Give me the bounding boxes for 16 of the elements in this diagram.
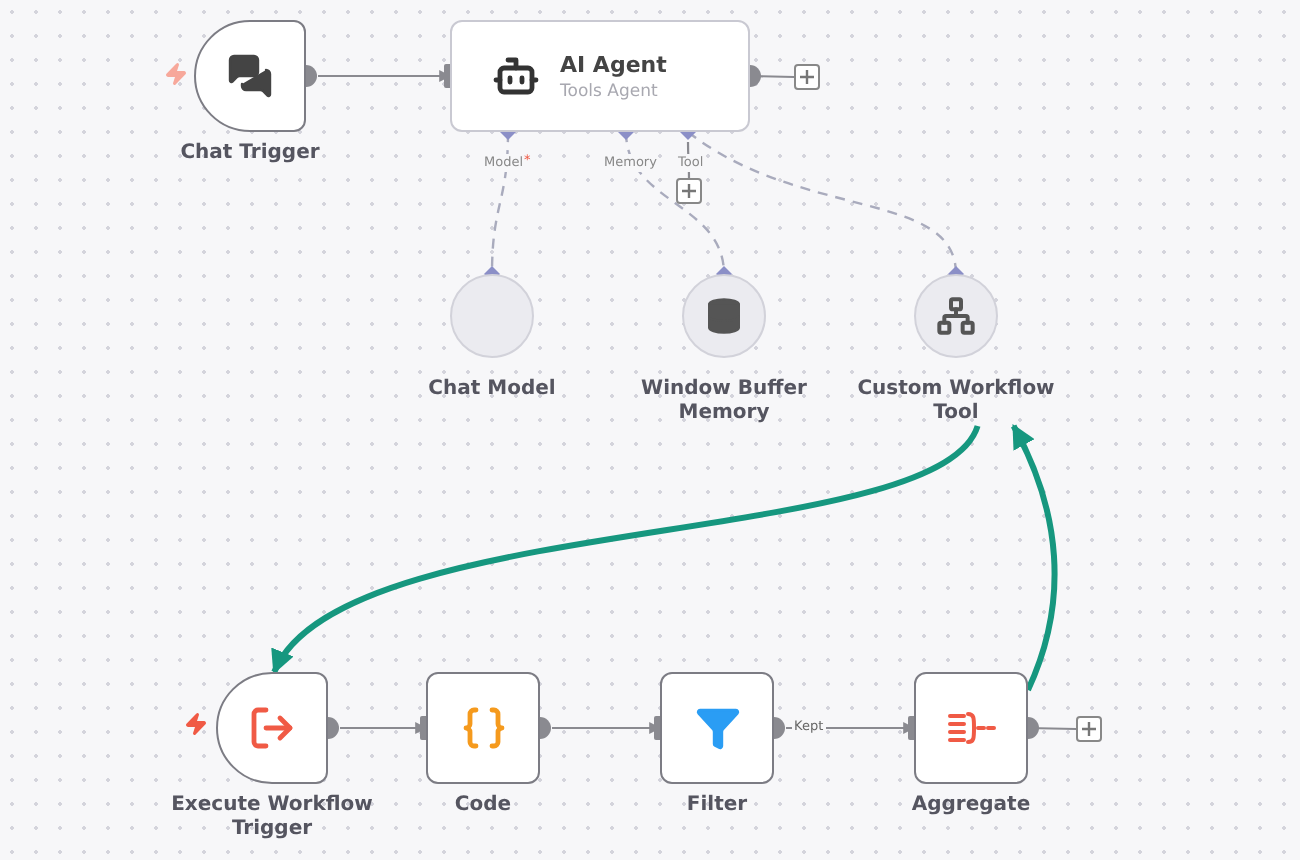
agent-node bbox=[450, 20, 750, 132]
node-subtitle: Tools Agent bbox=[560, 81, 660, 101]
node-label: Custom Workflow Tool bbox=[856, 378, 1056, 426]
add-button bbox=[794, 64, 820, 90]
node-label: Execute Workflow Trigger bbox=[169, 794, 375, 842]
node-label: Window Buffer Memory bbox=[639, 378, 809, 426]
node-label: Chat Model bbox=[426, 378, 558, 402]
connector-arrow bbox=[271, 424, 980, 674]
node-title: AI Agent bbox=[560, 51, 667, 77]
node-label: Chat Trigger bbox=[178, 142, 322, 166]
node-label: Code bbox=[452, 794, 514, 818]
node-label: Filter bbox=[684, 794, 750, 818]
add-button bbox=[1076, 716, 1102, 742]
node-label: Aggregate bbox=[909, 794, 1033, 818]
add-button bbox=[676, 178, 702, 204]
connector-arrow bbox=[1010, 423, 1058, 692]
